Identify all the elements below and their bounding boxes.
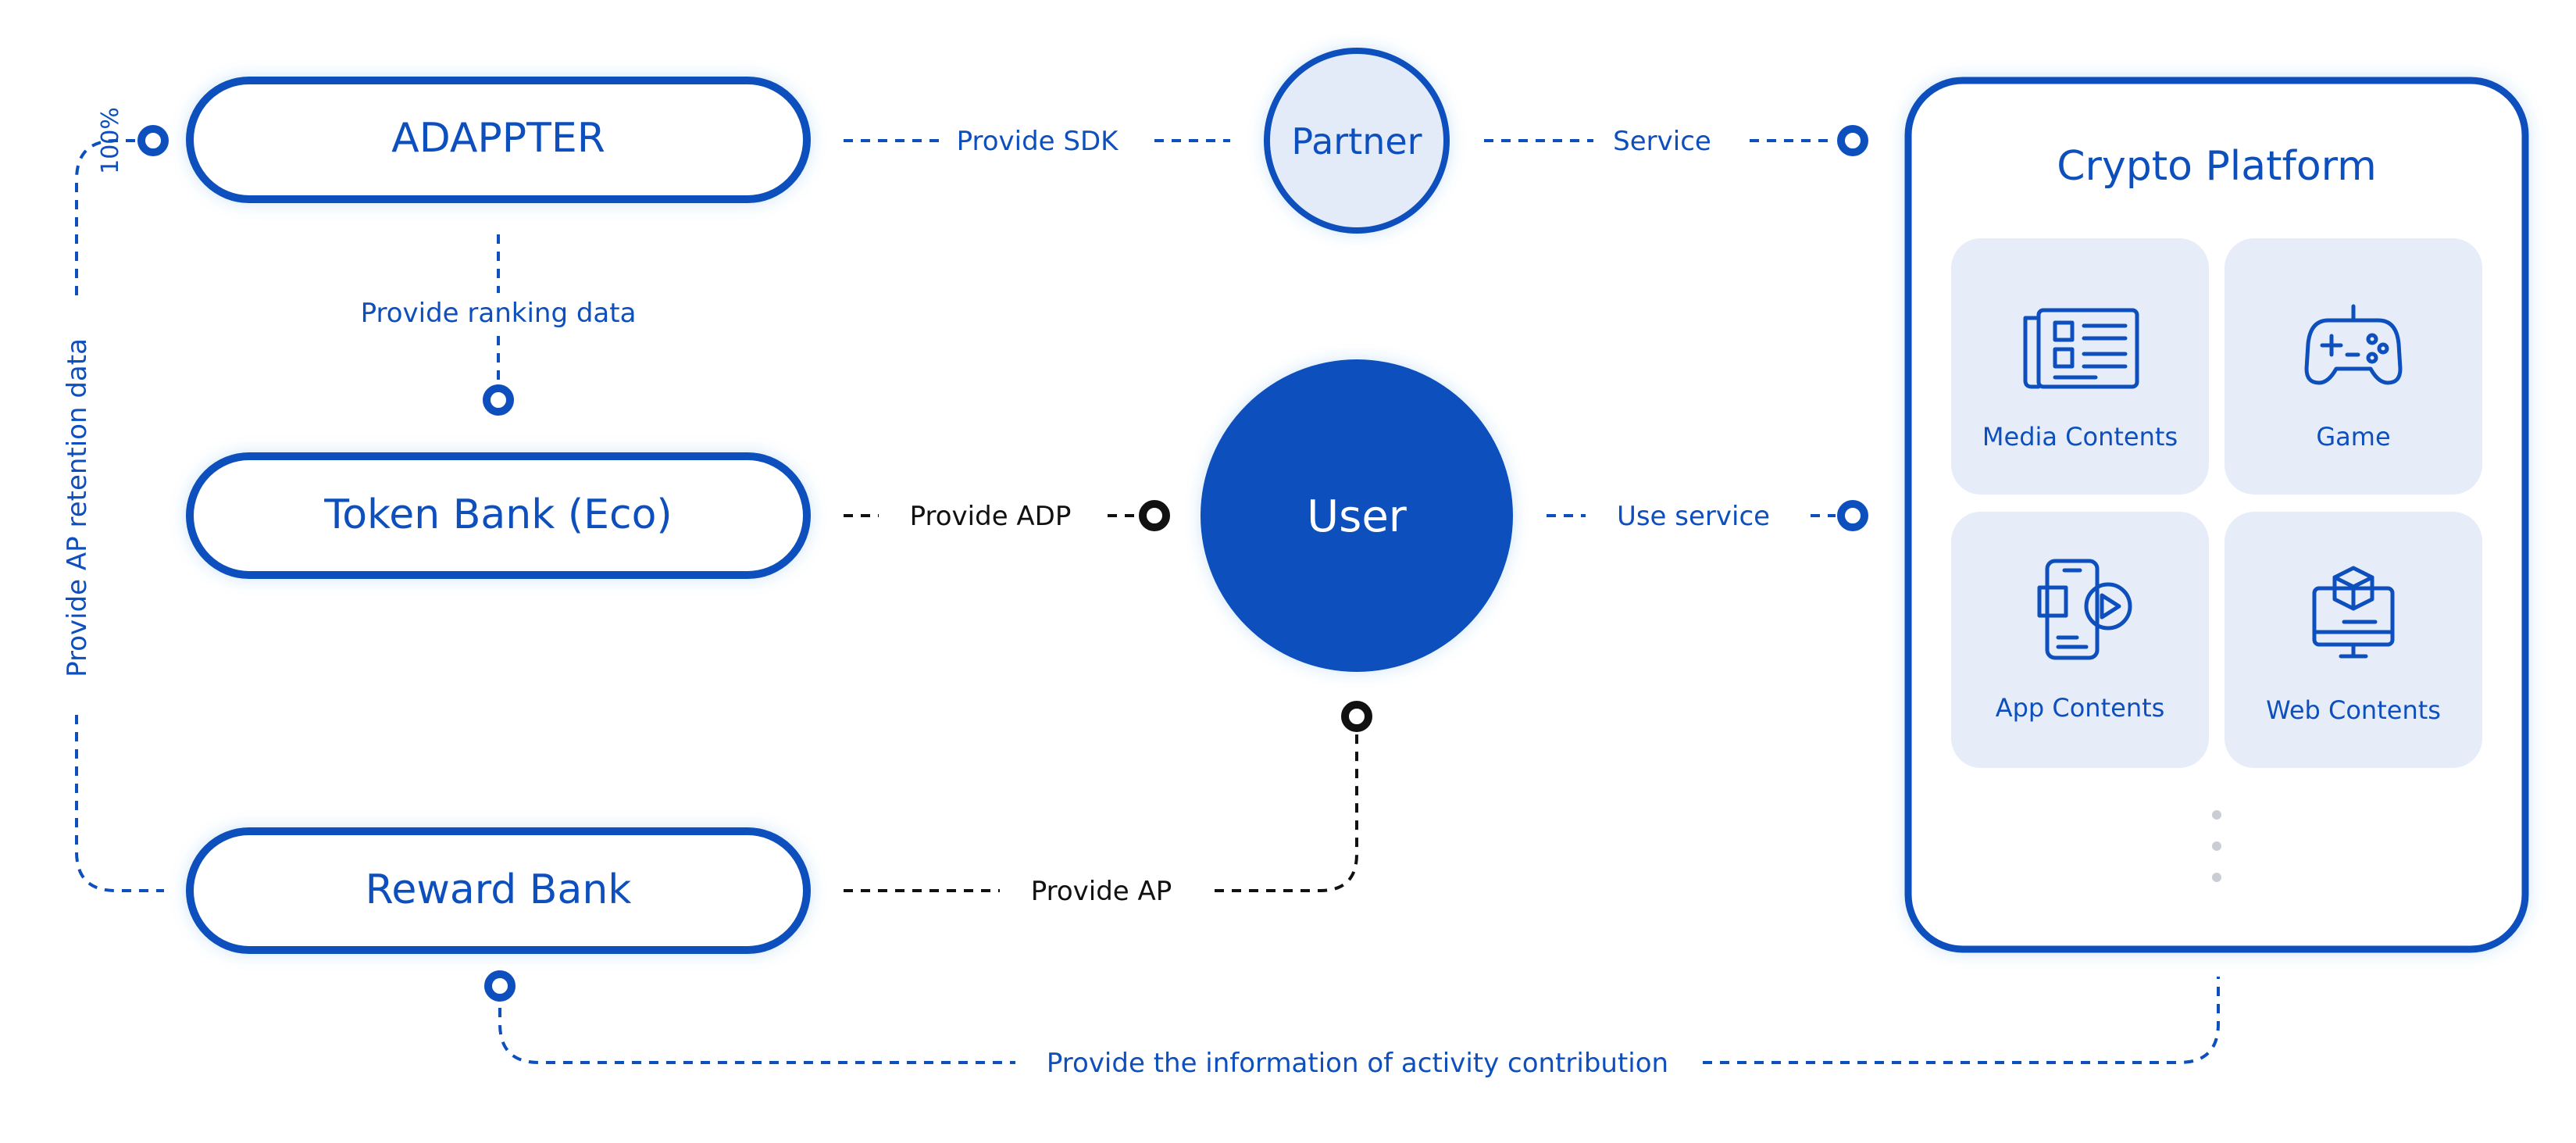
more-dot-2 — [2212, 841, 2221, 851]
crypto-platform: Crypto Platform Media Contents — [1904, 77, 2529, 953]
token-bank-label: Token Bank (Eco) — [323, 491, 672, 538]
more-dot-1 — [2212, 810, 2221, 820]
user-node: User — [1201, 359, 1513, 672]
adappter-left-endpoint — [137, 125, 169, 156]
user-bottom-endpoint — [1341, 701, 1372, 732]
activity-line-left — [498, 1008, 1015, 1064]
platform-use-endpoint — [1837, 500, 1868, 531]
token-bank-pill — [186, 452, 811, 579]
tile-game — [2225, 238, 2482, 495]
use-service-label: Use service — [1617, 501, 1770, 532]
retention-line-bottom — [75, 715, 164, 892]
tile-app-label: App Contents — [1996, 693, 2165, 723]
connectors — [75, 139, 2220, 1064]
platform-service-endpoint — [1837, 125, 1868, 156]
endpoints — [137, 125, 1868, 1002]
tile-web-label: Web Contents — [2266, 695, 2441, 725]
provide-sdk-label: Provide SDK — [957, 126, 1120, 157]
activity-contribution-label: Provide the information of activity cont… — [1047, 1048, 1668, 1079]
newspaper-icon — [2023, 308, 2139, 389]
edge-labels: Provide SDK Service Provide ranking data… — [62, 107, 1770, 1079]
provide-ap-label: Provide AP — [1031, 876, 1172, 907]
reward-bank-bottom-endpoint — [484, 970, 516, 1002]
reward-bank-pill — [186, 827, 811, 954]
user-circle — [1201, 359, 1513, 672]
adappter-node: ADAPPTER — [186, 77, 811, 203]
user-label: User — [1307, 491, 1408, 542]
tile-web — [2225, 512, 2482, 768]
gamepad-icon — [2304, 304, 2403, 385]
adappter-pill — [186, 77, 811, 203]
monitor-cube-icon — [2312, 566, 2395, 659]
token-bank-top-endpoint — [483, 384, 514, 416]
mobile-app-icon — [2037, 559, 2132, 660]
retention-label: Provide AP retention data — [62, 338, 93, 677]
provide-ranking-label: Provide ranking data — [361, 298, 637, 329]
activity-line-right — [1703, 977, 2220, 1064]
token-bank-node: Token Bank (Eco) — [186, 452, 811, 579]
partner-label: Partner — [1291, 120, 1422, 163]
reward-bank-label: Reward Bank — [366, 866, 632, 913]
ap-line-right — [1215, 730, 1358, 892]
percent-label: 100% — [97, 107, 124, 174]
service-label: Service — [1613, 126, 1711, 157]
tile-media-label: Media Contents — [1982, 422, 2178, 452]
more-dot-3 — [2212, 873, 2221, 882]
adappter-label: ADAPPTER — [391, 115, 605, 162]
partner-circle — [1264, 48, 1450, 234]
tile-game-label: Game — [2316, 422, 2390, 452]
partner-node: Partner — [1264, 48, 1450, 234]
retention-line-top — [75, 139, 135, 301]
reward-bank-node: Reward Bank — [186, 827, 811, 954]
platform-title: Crypto Platform — [2057, 143, 2377, 190]
tile-media — [1951, 238, 2209, 495]
tile-app — [1951, 512, 2209, 768]
user-left-endpoint — [1139, 500, 1170, 531]
provide-adp-label: Provide ADP — [910, 501, 1072, 532]
